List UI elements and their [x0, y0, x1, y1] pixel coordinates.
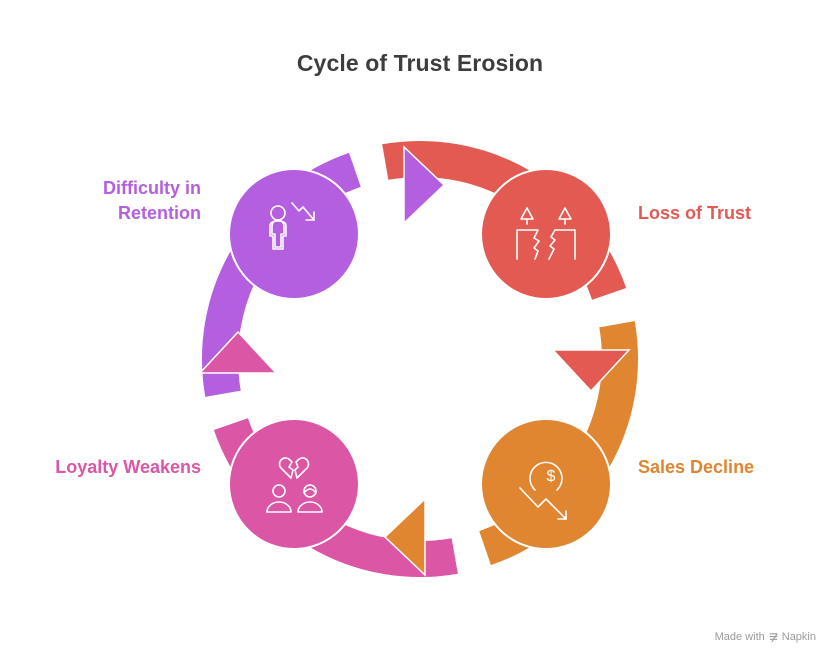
stage-node-loss-of-trust	[480, 168, 612, 300]
stage-circle	[228, 418, 360, 550]
svg-text:$: $	[547, 468, 556, 485]
made-with-text: Made with	[714, 631, 765, 643]
stage-circle	[480, 168, 612, 300]
stage-node-loyalty-weakens	[228, 418, 360, 550]
stage-label-loss-of-trust: Loss of Trust	[638, 203, 752, 223]
arrowhead-to-loyalty-weakens	[383, 497, 426, 577]
arrowhead-to-difficulty-in-retention	[198, 330, 278, 374]
stage-node-sales-decline: $	[480, 418, 612, 550]
stage-label-difficulty-in-retention: Difficulty in Retention	[103, 176, 201, 226]
stage-circle	[228, 168, 360, 300]
stage-node-difficulty-in-retention	[228, 168, 360, 300]
stage-label-loyalty-weakens: Loyalty Weakens	[55, 457, 201, 477]
stage-circle	[480, 418, 612, 550]
arrowhead-to-sales-decline	[551, 349, 631, 393]
person-decline-icon	[269, 202, 315, 250]
diagram-title: Cycle of Trust Erosion	[296, 50, 544, 76]
label-line: Difficulty in	[103, 178, 201, 198]
dollar-decline-icon: $	[519, 461, 567, 520]
arrowhead-to-loss-of-trust	[403, 145, 446, 225]
label-line: Retention	[118, 203, 201, 223]
broken-bond-icon	[516, 207, 576, 260]
broken-heart-couple-icon	[266, 457, 323, 513]
stage-label-sales-decline: Sales Decline	[638, 457, 755, 477]
napkin-logo-icon	[769, 632, 778, 642]
napkin-brand-text: Napkin	[781, 631, 816, 643]
attribution-footer: Made with Napkin	[715, 631, 816, 643]
